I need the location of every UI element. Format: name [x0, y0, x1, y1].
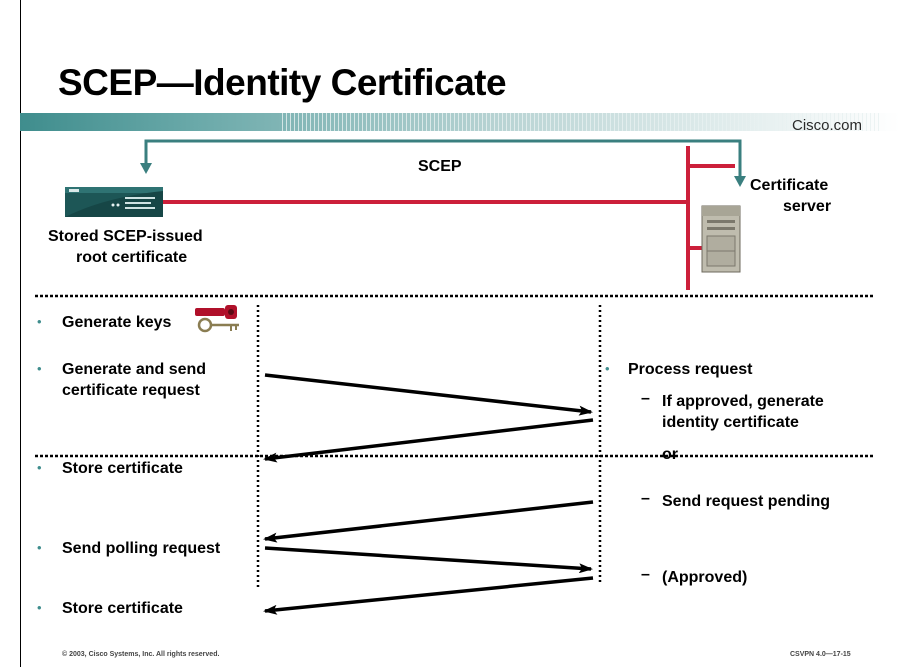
page-title: SCEP—Identity Certificate	[58, 62, 507, 103]
certificate-server-icon	[700, 204, 742, 274]
step-store-certificate-2: Store certificate	[62, 600, 183, 617]
footer-slide-id: CSVPN 4.0—17-15	[790, 651, 851, 658]
bullet: •	[37, 600, 42, 615]
dash: –	[641, 490, 650, 507]
router-device-icon	[65, 185, 163, 219]
step-generate-send-line-1: Generate and send	[62, 361, 207, 378]
step-approved-generate-line-1: If approved, generate	[662, 393, 824, 410]
router-label-line-1: Stored SCEP-issued	[48, 228, 203, 245]
step-generate-keys: Generate keys	[62, 314, 172, 331]
step-process-request: Process request	[628, 361, 753, 378]
scep-connection	[140, 139, 746, 187]
dash: –	[641, 390, 650, 407]
bullet: •	[605, 361, 610, 376]
brand-label: Cisco.com	[792, 117, 863, 134]
dash: –	[641, 566, 650, 583]
arrow-polling-request	[264, 546, 593, 574]
step-approved: (Approved)	[662, 569, 748, 586]
footer-copyright: © 2003, Cisco Systems, Inc. All rights r…	[62, 651, 220, 658]
step-generate-send-line-2: certificate request	[62, 382, 200, 399]
arrow-request-pending	[263, 500, 594, 543]
server-label-line-2: server	[783, 198, 832, 215]
slide-left-border	[20, 0, 21, 667]
bullet: •	[37, 540, 42, 555]
router-label-line-2: root certificate	[76, 249, 188, 266]
step-send-polling-request: Send polling request	[62, 540, 221, 557]
bullet: •	[37, 460, 42, 475]
network-link	[163, 146, 735, 290]
step-store-certificate-1: Store certificate	[62, 460, 183, 477]
bullet: •	[37, 314, 42, 329]
scep-label: SCEP	[418, 158, 462, 175]
keys-icon	[195, 305, 243, 333]
step-request-pending: Send request pending	[662, 493, 831, 510]
arrow-send-request	[264, 373, 593, 416]
arrow-approved-certificate	[263, 576, 594, 615]
bullet: •	[37, 361, 42, 376]
step-or: or	[662, 446, 678, 463]
server-label-line-1: Certificate	[750, 177, 829, 194]
title-bar-texture	[282, 113, 882, 131]
arrow-return-certificate	[263, 418, 594, 463]
step-approved-generate-line-2: identity certificate	[662, 414, 799, 431]
